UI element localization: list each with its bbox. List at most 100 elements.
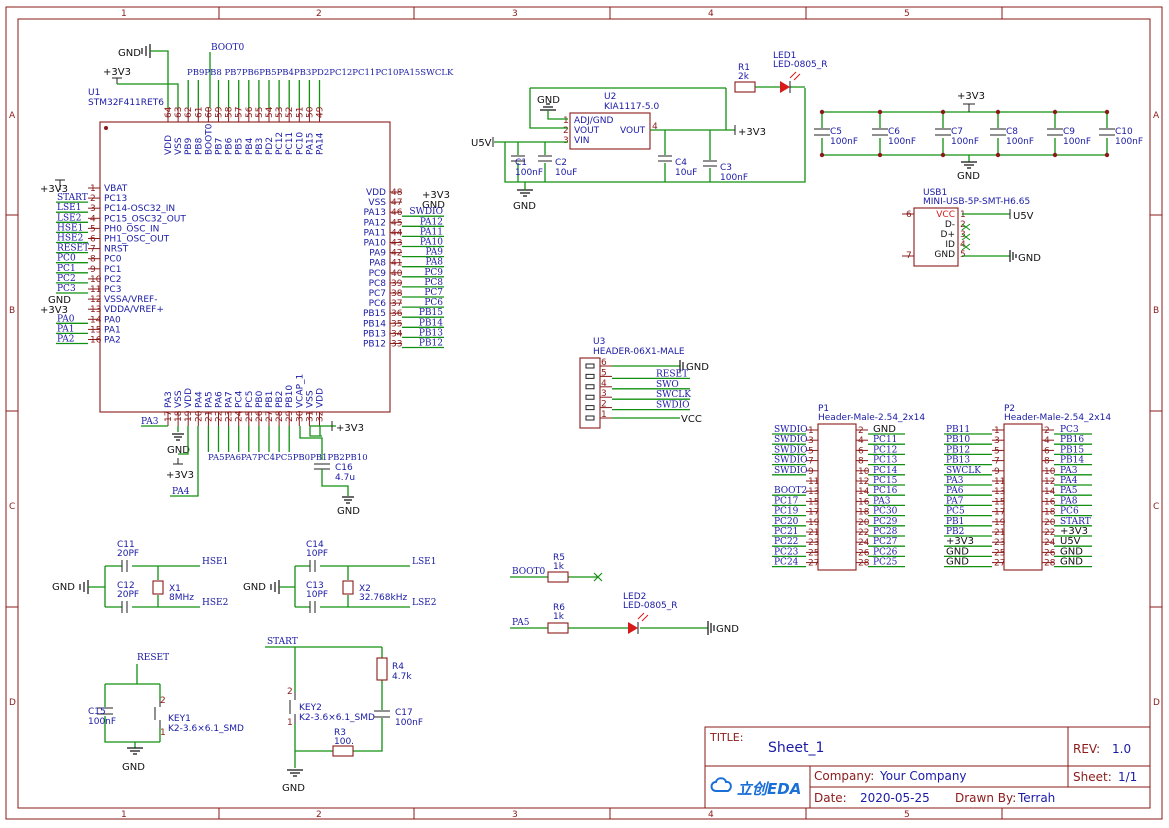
p1-odd-pin-num: 3 [808,436,814,446]
p2-odd-pin-num: 13 [994,487,1005,497]
c4-ref: C4 [675,158,687,168]
p2-odd-pin-num: 19 [994,518,1006,528]
p1-left-net-label: PC21 [774,527,798,537]
u1-left-pin-name: PC3 [104,285,121,295]
u1-right-net-label: PB13 [419,328,443,338]
u1-right-pin-num: 41 [391,259,402,269]
u1-left-pin-num: 10 [90,275,102,285]
key1-symbol [154,700,161,728]
u1-bottom-pin-name: VDD [184,388,194,408]
u1-bottom-pin-name: VDD [316,388,326,408]
p1-odd-pin-num: 19 [808,518,820,528]
u3-net-label: SWO [656,380,679,390]
u1-bottom-pin-name: PB2 [275,391,285,408]
hse-gnd-label: GND [52,582,75,593]
usb1-pin-num: 5 [960,250,966,260]
p1-even-pin-num: 10 [858,467,870,477]
zone-col-bottom-4: 5 [904,810,910,820]
usb1-body [913,207,959,267]
u1-top-pin-num: 62 [184,107,194,118]
usb1-gnd-icon [1009,250,1017,262]
zone-row-left-3: D [9,698,16,708]
p2-right-net-label: PA5 [1060,486,1078,496]
p2-right-net-label: PA8 [1060,496,1078,506]
p2-even-pin-num: 16 [1044,497,1056,507]
p2-even-pin-num: 24 [1044,538,1056,548]
u2-pin4-num: 4 [652,122,658,132]
u1-right-net-label: PA9 [426,248,444,258]
p1-right-net-label: PC11 [873,435,897,445]
dec-3v3-label: +3V3 [957,91,985,102]
c2-ref: C2 [555,158,567,168]
p1-ref: P1 [818,404,829,414]
start-gnd-label: GND [282,783,305,794]
u3-pin-num: 2 [601,400,607,410]
zone-col-top-4: 5 [904,9,910,19]
u1-left-pin-num: 13 [90,305,101,315]
u2-body [569,112,651,150]
u1-right-net-label: PB12 [419,339,443,349]
dec-junction [1052,109,1058,115]
u1-top-gnd-label: GND [118,48,141,59]
p1-part: Header-Male-2.54_2x14 [818,413,925,423]
p2-right-net-label: PB16 [1060,435,1084,445]
reset-circuit: RESET C15 100nF 2 1 KEY1 K2-3.6×6.1_SMD … [88,653,244,773]
u1-top-pin-num: 58 [225,106,235,118]
dec-cap-ref: C10 [1115,127,1133,137]
zone-col-top-3: 4 [708,9,714,19]
usb1-pin-name: GND [934,250,955,260]
p1-right-net-label: PC14 [873,466,898,476]
u1-left-pin-name: PC13 [104,194,127,204]
u1-top-pin-num: 60 [204,106,214,118]
c3-ref: C3 [720,163,732,173]
rev-value: 1.0 [1112,742,1131,756]
p2-left-net-label: PA6 [946,486,964,496]
u1-pin1-dot [104,126,108,130]
u1-left-net-label: PA2 [57,335,74,345]
u1-top-pin-num: 49 [316,106,326,118]
p2-odd-pin-num: 17 [994,508,1005,518]
u1-bottom-pin-num: 23 [225,411,235,422]
dec-junction [995,109,1001,115]
u1-right-net-label: PB15 [419,308,443,318]
title-block-border [704,726,1151,809]
u2-gnd-wire [547,110,568,120]
u2-pin4-name: VOUT [620,126,646,136]
p1-odd-pin-num: 13 [808,487,819,497]
zone-row-left-1: B [9,306,15,316]
p1-left-net-label: SWDIO [774,425,808,435]
p1-left-net-label: BOOT2 [774,486,807,496]
lse-gnd-label: GND [243,582,266,593]
u1-left-pin-num: 15 [90,325,101,335]
u1-bottom-pin-name: PA6 [215,391,225,408]
c16-top-wire [299,426,323,460]
u1-bottom-pin-num: 22 [215,411,225,422]
usb1-pin6: 6 [906,210,912,220]
p2-left-net-label: PC5 [946,507,965,517]
u1-top-gnd-icon [141,44,151,58]
u1-bottom-pin-num: 18 [174,410,184,422]
date-value: 2020-05-25 [860,791,930,805]
u1-bottom-pin-num: 17 [164,411,174,422]
p2-even-pin-num: 22 [1044,528,1055,538]
u2-regulator: U2 KIA1117-5.0 1 ADJ/GND 2 VOUT 3 VIN 4 … [471,51,828,212]
rev-label: REV: [1073,742,1100,756]
r5-value: 1k [553,562,565,572]
c13-value: 10PF [306,590,328,600]
led2-ref: LED2 [623,592,646,602]
u1-bot-3v3-label: +3V3 [166,470,194,481]
u1-left-net-label: PC3 [57,284,76,294]
p1-even-pin-num: 12 [858,477,869,487]
u1-right-pin-num: 47 [391,198,402,208]
u1-left-net-label: PA0 [57,314,75,324]
p1-even-pin-num: 8 [858,457,864,467]
u1-left-power-label: GND [48,295,71,306]
p2-even-pin-num: 6 [1044,446,1050,456]
p1-right-net-label: PC29 [873,517,898,527]
c17-value: 100nF [395,718,423,728]
u3-pin-num: 5 [601,368,607,378]
